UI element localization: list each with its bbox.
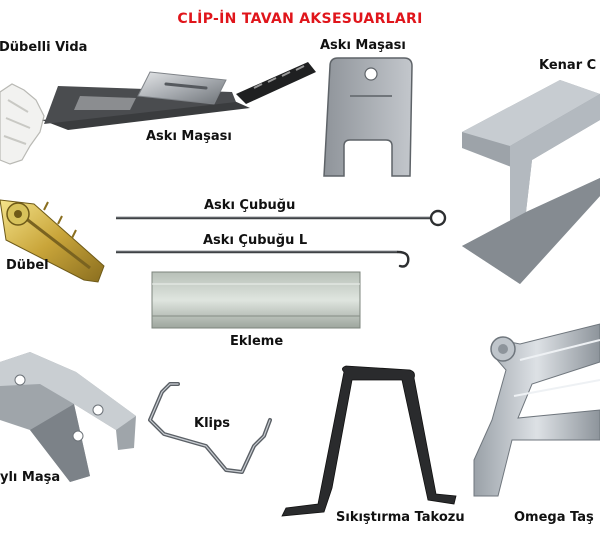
- label-hanger-clip-standing: Askı Maşası: [320, 38, 406, 53]
- hanger-rod-image: [116, 209, 447, 227]
- hanger-rod-l-image: [116, 250, 410, 268]
- label-hanger-rod-l: Askı Çubuğu L: [203, 233, 308, 248]
- hanger-clip-standing-image: [323, 57, 413, 177]
- edge-profile-image: [462, 80, 600, 284]
- omega-carrier-image: [473, 323, 600, 497]
- expansion-anchor-image: [0, 199, 105, 283]
- hanger-clip-flat-image: [42, 62, 316, 130]
- clip-wire-image: [148, 382, 272, 474]
- label-edge-profile: Kenar C: [539, 58, 597, 73]
- label-spring-clip: ylı Maşa: [0, 470, 61, 485]
- label-expansion-anchor: Dübel: [6, 258, 49, 273]
- label-anchor-screw: Dübelli Vida: [0, 40, 88, 55]
- page-title: CLİP-İN TAVAN AKSESUARLARI: [177, 11, 423, 27]
- label-joint-plate: Ekleme: [230, 334, 284, 349]
- label-compression-shim: Sıkıştırma Takozu: [336, 510, 465, 525]
- spring-clip-image: [0, 352, 136, 482]
- joint-plate-image: [151, 271, 361, 329]
- label-hanger-rod: Askı Çubuğu: [204, 198, 296, 213]
- anchor-screw-image: [0, 83, 45, 165]
- compression-shim-image: [281, 365, 457, 517]
- label-clip-wire: Klips: [194, 416, 231, 431]
- label-omega-carrier: Omega Taş: [514, 510, 594, 525]
- label-hanger-clip-flat: Askı Maşası: [146, 129, 232, 144]
